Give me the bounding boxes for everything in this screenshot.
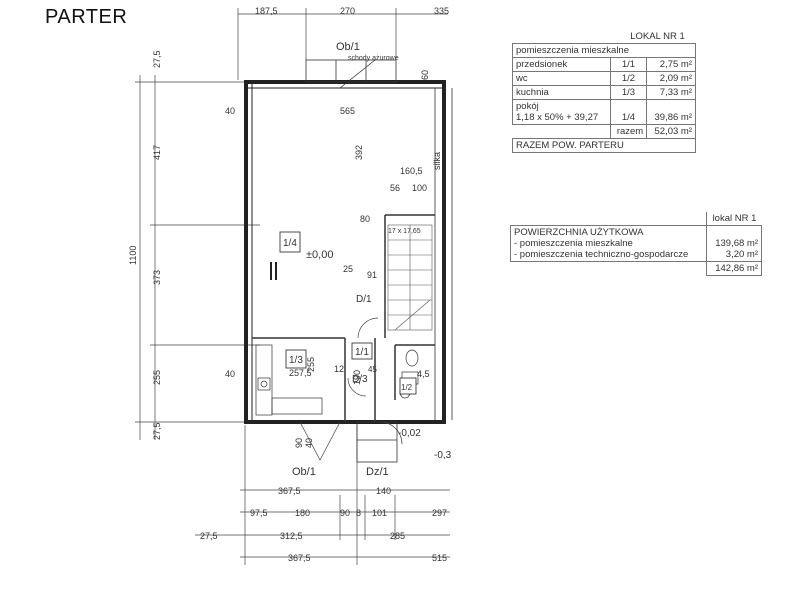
dim-bottom-j: 312,5	[280, 531, 303, 541]
dim-565: 565	[340, 106, 355, 116]
dim-40-b: 40	[304, 438, 314, 448]
dim-255: 255	[306, 357, 316, 372]
subtotal-value: 52,03 m²	[646, 124, 696, 139]
dim-4-5: 4,5	[417, 369, 430, 379]
dim-top-1: 187,5	[255, 6, 278, 16]
page-title: PARTER	[45, 6, 128, 28]
dim-bottom-c: 97,5	[250, 508, 268, 518]
tag-room-1-3: 1/3	[289, 355, 303, 366]
tag-d1: D/1	[356, 294, 372, 305]
subtotal-label: razem	[609, 124, 648, 139]
room-name: wc	[512, 71, 611, 86]
room-name: pokój 1,18 x 50% + 39,27	[512, 99, 611, 125]
local-area-table: LOKAL NR 1 pomieszczenia mieszkalne prze…	[512, 30, 696, 153]
dim-257-5: 257,5	[289, 368, 312, 378]
tag-ob1-bottom: Ob/1	[292, 466, 316, 478]
dim-bottom-m: 515	[432, 553, 447, 563]
usable-title-text: POWIERZCHNIA UŻYTKOWA	[514, 227, 644, 238]
dim-56: 56	[390, 183, 400, 193]
dim-bottom-k: 285	[390, 531, 405, 541]
elevation-main: ±0,00	[306, 249, 333, 261]
elevation-entry: -0,02	[398, 428, 421, 439]
room-code: 1/1	[609, 57, 648, 72]
room-code: 1/4	[609, 99, 648, 125]
dim-bottom-f: 8	[356, 508, 361, 518]
dim-40-bottom: 40	[225, 369, 235, 379]
table-row: przedsionek 1/1 2,75 m²	[512, 57, 696, 72]
dim-25: 25	[343, 264, 353, 274]
tag-ob1-top: Ob/1	[336, 41, 360, 53]
usable-area-table: lokal NR 1 POWIERZCHNIA UŻYTKOWA - pomie…	[509, 212, 762, 276]
room-area: 39,86 m²	[646, 99, 696, 125]
dim-bottom-l: 367,5	[288, 553, 311, 563]
usable-row-2-label: - pomieszczenia techniczno-gospodarcze	[514, 249, 689, 260]
usable-table-title: POWIERZCHNIA UŻYTKOWA - pomieszczenia mi…	[509, 225, 708, 262]
dim-392: 392	[354, 145, 364, 160]
total-label: RAZEM POW. PARTERU	[512, 138, 696, 153]
room-area: 2,09 m²	[646, 71, 696, 86]
table-row: kuchnia 1/3 7,33 m²	[512, 85, 696, 100]
dim-left-6: 27,5	[152, 422, 162, 440]
elevation-side: -0,3	[434, 450, 452, 461]
stair-note: schody ażurowe	[348, 55, 399, 62]
usable-values: 139,68 m² 3,20 m²	[706, 225, 762, 262]
dim-bottom-g: 101	[372, 508, 387, 518]
usable-row-1-label: - pomieszczenia mieszkalne	[514, 238, 633, 249]
dim-top-3: 335	[434, 6, 449, 16]
dim-left-4: 373	[152, 270, 162, 285]
tag-dz1: Dz/1	[366, 466, 389, 478]
dim-12: 12	[334, 364, 344, 374]
room-name: przedsionek	[512, 57, 611, 72]
dim-top-2: 270	[340, 6, 355, 16]
dim-190: 190	[352, 370, 362, 385]
dim-80: 80	[360, 214, 370, 224]
dim-100: 100	[412, 183, 427, 193]
dim-45: 45	[368, 365, 377, 374]
dim-bottom-d: 180	[295, 508, 310, 518]
table-row: wc 1/2 2,09 m²	[512, 71, 696, 86]
wall-note: silka	[432, 152, 442, 170]
dim-160-5: 160,5	[400, 166, 423, 176]
usable-row-1-value: 139,68 m²	[715, 238, 758, 249]
usable-total: 142,86 m²	[706, 261, 762, 276]
local-table-header: LOKAL NR 1	[512, 30, 696, 44]
room-code: 1/2	[609, 71, 648, 86]
room-name: kuchnia	[512, 85, 611, 100]
tag-room-1-1: 1/1	[355, 347, 369, 358]
dim-60: 60	[420, 70, 430, 80]
dim-stair: 17 x 17,65	[388, 228, 421, 235]
dim-bottom-i: 27,5	[200, 531, 218, 541]
dim-left-5: 255	[152, 370, 162, 385]
table-row: pokój 1,18 x 50% + 39,27 1/4 39,86 m²	[512, 99, 696, 125]
tag-room-1-4: 1/4	[283, 238, 297, 249]
usable-row-2-value: 3,20 m²	[725, 249, 758, 260]
tag-room-1-2: 1/2	[401, 383, 413, 392]
room-area: 7,33 m²	[646, 85, 696, 100]
dim-91: 91	[367, 270, 377, 280]
local-table-section: pomieszczenia mieszkalne	[512, 43, 696, 58]
dim-left-1: 27,5	[152, 50, 162, 68]
room-name-line2: 1,18 x 50% + 39,27	[516, 112, 599, 123]
dim-40-top: 40	[225, 106, 235, 116]
dim-left-2: 417	[152, 145, 162, 160]
dim-left-3: 1100	[128, 246, 138, 265]
dim-bottom-b: 140	[376, 486, 391, 496]
dim-bottom-e: 90	[340, 508, 350, 518]
room-name-line1: pokój	[516, 101, 539, 112]
tag-d3: D/3	[352, 374, 368, 385]
room-code: 1/3	[609, 85, 648, 100]
usable-table-header: lokal NR 1	[706, 212, 762, 226]
dim-bottom-h: 297	[432, 508, 447, 518]
room-area: 2,75 m²	[646, 57, 696, 72]
dim-bottom-a: 367,5	[278, 486, 301, 496]
dim-90-b: 90	[294, 438, 304, 448]
